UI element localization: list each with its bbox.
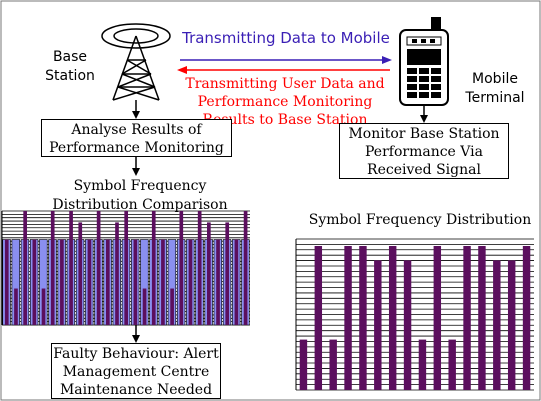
comparison-bar-received [60, 239, 64, 325]
distribution-bar [433, 246, 442, 390]
distribution-chart [295, 238, 534, 391]
comparison-bar-received [243, 211, 248, 325]
arrow-antenna-to-analyse [132, 100, 140, 119]
tx-to-mobile-label: Transmitting Data to Mobile [182, 29, 390, 47]
faulty-behaviour-box: Faulty Behaviour: Alert Management Centr… [51, 343, 221, 399]
comparison-bar-received [105, 239, 110, 325]
analyse-results-box: Analyse Results of Performance Monitorin… [41, 119, 232, 157]
monitor-box-line2: Performance Via [365, 144, 483, 160]
faulty-box-line2: Management Centre [62, 364, 210, 380]
monitor-box-line3: Received Signal [367, 162, 481, 178]
comparison-bar-received [14, 288, 18, 325]
arrow-phone-to-monitor [420, 105, 428, 123]
comparison-bar-received [207, 222, 211, 325]
tx-back-label-line2: Performance Monitoring [197, 94, 373, 110]
comparison-bar-received [161, 239, 165, 325]
base-station-label-line2: Station [45, 68, 95, 84]
tx-back-label: Transmitting User Data and Performance M… [165, 75, 405, 129]
comparison-chart [1, 210, 250, 326]
arrow-chart-to-faulty [132, 325, 140, 343]
mobile-terminal-label-line2: Terminal [465, 90, 525, 106]
mobile-terminal-label-line1: Mobile [472, 71, 518, 87]
distribution-chart-title: Symbol Frequency Distribution [308, 212, 532, 228]
arrow-analyse-to-chart [132, 156, 140, 176]
comparison-bar-received [124, 211, 129, 325]
comparison-bar-received [197, 211, 202, 325]
comparison-chart-title: Symbol Frequency Distribution Comparison [40, 177, 240, 215]
distribution-bar [448, 339, 456, 390]
comparison-chart-title-line1: Symbol Frequency [73, 178, 207, 194]
comparison-bar-received [69, 211, 73, 325]
comparison-bar-received [133, 239, 138, 325]
base-station-label-line1: Base [52, 49, 88, 65]
distribution-bar [507, 260, 516, 390]
distribution-bar [299, 339, 308, 390]
distribution-bar [374, 260, 382, 390]
distribution-bar [418, 339, 427, 390]
distribution-bar [493, 260, 501, 390]
comparison-bar-received [234, 239, 239, 325]
comparison-bar-received [151, 211, 156, 325]
comparison-bar-received [50, 211, 55, 325]
mobile-phone-icon [399, 17, 449, 106]
comparison-bar-received [41, 288, 46, 325]
comparison-bar-received [32, 239, 37, 325]
distribution-bar [403, 260, 412, 390]
comparison-bar-received [4, 239, 9, 325]
analyse-box-line1: Analyse Results of [71, 122, 202, 138]
distribution-bar [463, 246, 471, 390]
mobile-terminal-label: Mobile Terminal [455, 70, 535, 108]
comparison-bar-received [23, 211, 27, 325]
comparison-bar-received [170, 288, 174, 325]
arrow-to-base-station [177, 66, 390, 74]
faulty-box-line1: Faulty Behaviour: Alert [53, 346, 219, 362]
tx-back-label-line1: Transmitting User Data and [185, 76, 385, 92]
comparison-bar-received [216, 239, 220, 325]
analyse-box-line2: Performance Monitoring [49, 140, 224, 156]
distribution-bar [388, 246, 397, 390]
base-station-antenna-icon [101, 23, 171, 101]
faulty-box-line3: Maintenance Needed [59, 382, 213, 398]
comparison-bar-received [179, 211, 184, 325]
monitor-performance-box: Monitor Base Station Performance Via Rec… [339, 123, 509, 179]
distribution-bar [344, 246, 352, 390]
distribution-bar [329, 339, 337, 390]
distribution-bar [478, 246, 486, 390]
distribution-bar [359, 246, 367, 390]
distribution-bar [314, 246, 323, 390]
comparison-bar-received [225, 222, 230, 325]
tx-back-label-line3: Results to Base Station [202, 112, 368, 128]
comparison-bar-received [87, 239, 92, 325]
comparison-bar-received [96, 211, 101, 325]
comparison-bar-received [115, 222, 119, 325]
distribution-bar [522, 246, 531, 390]
arrow-to-mobile [180, 56, 392, 64]
monitor-box-line1: Monitor Base Station [348, 126, 500, 142]
comparison-bar-received [142, 288, 147, 325]
comparison-chart-title-line2: Distribution Comparison [52, 197, 228, 213]
base-station-label: Base Station [30, 48, 110, 86]
comparison-bar-received [188, 239, 193, 325]
comparison-bar-received [78, 222, 83, 325]
